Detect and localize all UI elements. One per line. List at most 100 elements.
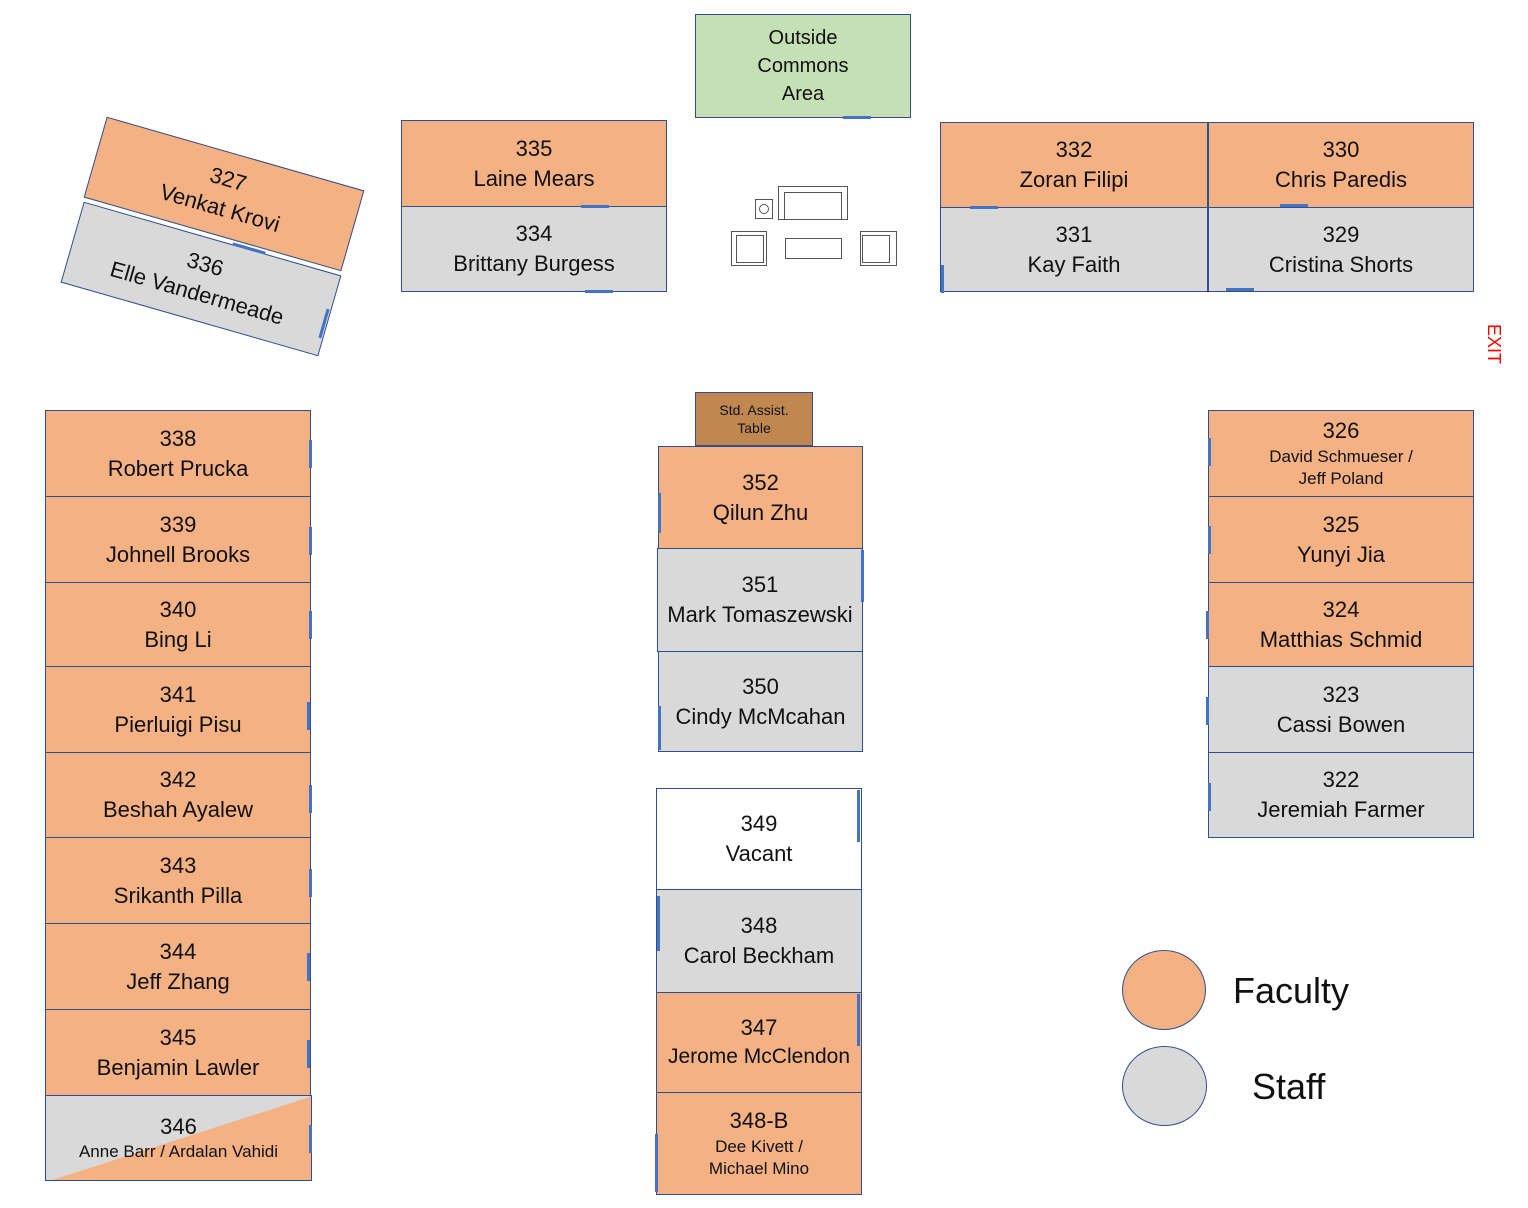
office-347-door	[857, 994, 860, 1046]
office-334-door	[585, 290, 613, 293]
legend-staff-label: Staff	[1252, 1066, 1326, 1107]
office-348: 348 Carol Beckham	[656, 889, 862, 993]
exit-label: EXIT	[1484, 324, 1504, 365]
office-330: 330 Chris Paredis	[1208, 122, 1474, 208]
office-345-door	[307, 1040, 310, 1068]
office-335-door	[581, 205, 609, 208]
room-number: 326	[1322, 418, 1360, 444]
office-339-door	[309, 527, 312, 555]
occupant-name: Vacant	[725, 841, 793, 866]
office-351-door	[861, 550, 864, 602]
occupant-name: Jeremiah Farmer	[1257, 797, 1425, 822]
office-332-door	[970, 206, 998, 209]
office-325-door	[1208, 526, 1211, 554]
office-349: 349 Vacant	[656, 788, 862, 890]
office-343-door	[309, 869, 312, 897]
occupant-name: Mark Tomaszewski	[667, 602, 853, 627]
office-324-door	[1206, 611, 1209, 639]
legend-faculty-swatch	[1122, 950, 1206, 1030]
room-number: 346	[160, 1113, 197, 1139]
room-number: 335	[515, 135, 553, 161]
office-345: 345 Benjamin Lawler	[45, 1009, 311, 1096]
room-number: 324	[1322, 596, 1360, 622]
office-324: 324 Matthias Schmid	[1208, 582, 1474, 667]
commons-label-line-1: Outside	[768, 27, 838, 49]
room-number: 350	[742, 673, 779, 699]
room-number: 349	[740, 811, 778, 837]
office-326-door	[1208, 438, 1211, 466]
office-351: 351 Mark Tomaszewski	[657, 548, 863, 652]
room-number: 332	[1055, 137, 1093, 163]
occupant-name-line-1: David Schmueser /	[1269, 446, 1413, 466]
office-338-door	[309, 440, 312, 468]
office-330-door	[1280, 204, 1308, 207]
office-341-door	[307, 702, 310, 730]
occupant-name: Jerome McClendon	[667, 1045, 851, 1069]
room-number: 344	[159, 938, 197, 964]
occupant-name: Pierluigi Pisu	[114, 711, 242, 737]
occupant-name: Matthias Schmid	[1259, 626, 1423, 652]
office-331: 331 Kay Faith	[940, 207, 1208, 292]
office-352: 352 Qilun Zhu	[658, 446, 863, 549]
office-341: 341 Pierluigi Pisu	[45, 666, 311, 753]
occupant-name: Beshah Ayalew	[102, 797, 254, 822]
room-number: 322	[1322, 767, 1360, 793]
occupant-name: Johnell Brooks	[105, 541, 251, 567]
office-325: 325 Yunyi Jia	[1208, 496, 1474, 583]
room-number: 348	[740, 913, 778, 939]
legend-staff-swatch	[1122, 1046, 1207, 1126]
occupant-name: Laine Mears	[473, 165, 595, 191]
room-number: 352	[742, 469, 779, 495]
office-335: 335 Laine Mears	[401, 120, 667, 207]
office-344: 344 Jeff Zhang	[45, 923, 311, 1010]
office-338: 338 Robert Prucka	[45, 410, 311, 497]
occupant-name-line-2: Michael Mino	[708, 1158, 810, 1178]
occupant-name: Chris Paredis	[1274, 167, 1408, 192]
occupant-name: Srikanth Pilla	[113, 882, 243, 908]
occupant-name: Carol Beckham	[683, 943, 835, 968]
occupant-name: Kay Faith	[1027, 251, 1121, 277]
table-label-line-1: Std. Assist.	[719, 401, 789, 418]
occupant-name: Bing Li	[144, 626, 212, 652]
occupant-name: Cindy McMcahan	[675, 703, 846, 729]
office-350: 350 Cindy McMcahan	[658, 651, 863, 752]
room-number: 323	[1322, 681, 1360, 707]
occupant-name: Brittany Burgess	[453, 251, 615, 276]
office-342: 342 Beshah Ayalew	[45, 752, 311, 838]
room-number: 342	[159, 767, 197, 793]
office-323: 323 Cassi Bowen	[1208, 666, 1474, 753]
commons-label-line-2: Commons	[757, 55, 849, 77]
office-346: 346 Anne Barr / Ardalan Vahidi	[45, 1095, 312, 1181]
office-322: 322 Jeremiah Farmer	[1208, 752, 1474, 838]
table-label-line-2: Table	[737, 420, 771, 436]
room-number: 334	[515, 221, 553, 247]
office-349-door	[857, 790, 860, 842]
outside-commons-area: Outside Commons Area	[695, 14, 911, 118]
office-352-door	[658, 493, 661, 533]
office-350-door	[658, 706, 661, 750]
occupant-name: Yunyi Jia	[1296, 541, 1386, 567]
room-number: 348-B	[729, 1108, 789, 1134]
office-339: 339 Johnell Brooks	[45, 496, 311, 583]
office-344-door	[307, 953, 310, 981]
office-348-b-door	[655, 1134, 658, 1192]
room-number: 330	[1322, 137, 1360, 163]
room-number: 338	[159, 425, 197, 451]
occupant-name: Cristina Shorts	[1268, 251, 1414, 277]
room-number: 325	[1322, 511, 1360, 537]
sofa-back-icon	[784, 192, 842, 220]
office-340-door	[309, 611, 312, 639]
room-number: 351	[741, 572, 779, 598]
commons-door	[843, 116, 871, 119]
office-329-door	[1226, 288, 1254, 291]
occupant-name: Jeff Zhang	[126, 968, 230, 994]
room-number: 339	[159, 511, 197, 537]
office-348-door	[657, 896, 660, 951]
office-347: 347 Jerome McClendon	[656, 992, 862, 1093]
office-331-door	[941, 265, 944, 293]
legend-faculty-label: Faculty	[1233, 970, 1350, 1011]
occupant-name: Robert Prucka	[107, 455, 249, 481]
room-number: 340	[159, 596, 197, 622]
office-342-door	[309, 785, 312, 813]
room-number: 341	[159, 681, 197, 707]
